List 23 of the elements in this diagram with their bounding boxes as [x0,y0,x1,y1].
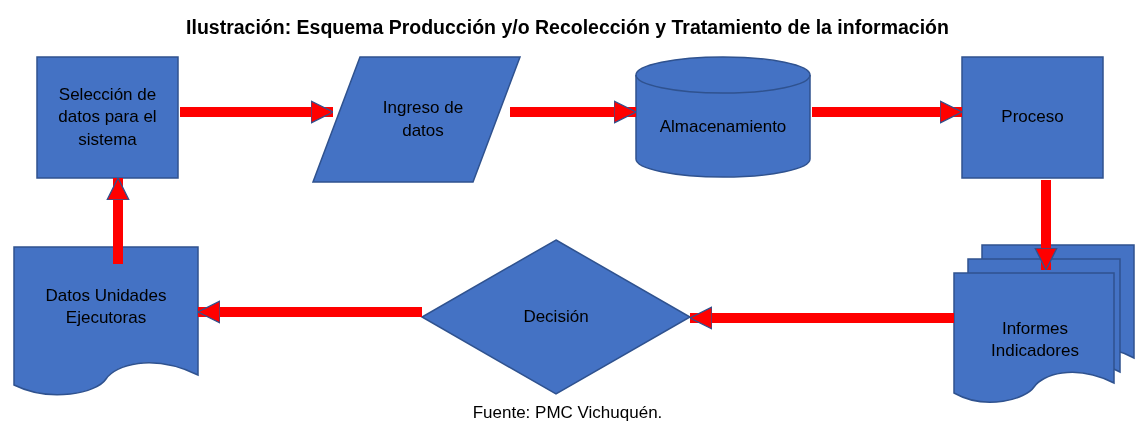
multi-document-shape [954,245,1134,405]
storage-cylinder [636,57,810,177]
decision-diamond [422,240,690,394]
process-box [962,57,1103,178]
process-box [37,57,178,178]
diagram-title: Ilustración: Esquema Producción y/o Recolección y Tratamiento de la información [186,16,949,39]
arrow [510,100,637,124]
arrow [689,306,954,330]
node-label: Almacenamiento [659,115,787,138]
document-shape [14,247,198,397]
node-label: Selección de datos para el sistema [57,84,158,151]
node-label: Ingreso de datos [381,97,465,142]
arrow [812,100,963,124]
arrow [1034,180,1058,271]
node-label: Proceso [1001,106,1064,129]
source-caption: Fuente: PMC Vichuquén. [472,403,663,423]
node-label: Informes Indicadores [990,317,1080,362]
arrow [106,177,130,264]
node-label: Datos Unidades Ejecutoras [44,284,168,329]
node-label: Decisión [523,305,589,328]
arrow [180,100,334,124]
data-parallelogram [313,57,520,182]
arrow [197,300,422,324]
